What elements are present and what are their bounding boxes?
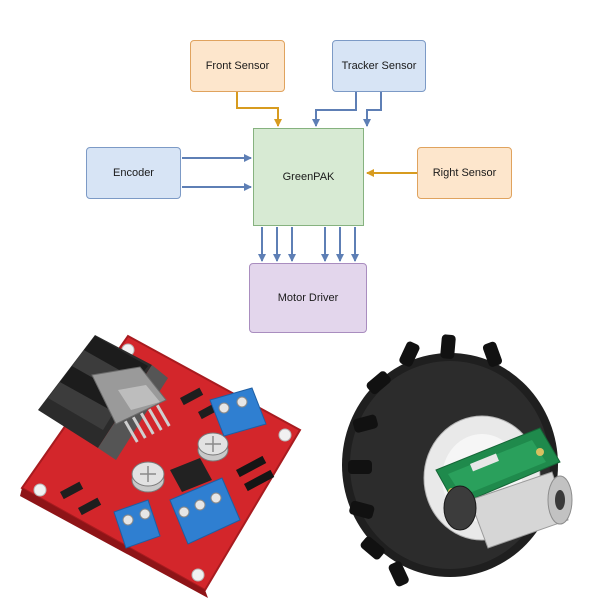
tracker-sensor-label: Tracker Sensor (341, 60, 417, 72)
arrow-tracker-to-greenpak-2 (363, 92, 382, 127)
front-sensor-node: Front Sensor (190, 40, 285, 92)
motor-driver-label: Motor Driver (277, 292, 339, 304)
wheel-with-encoder (342, 334, 573, 587)
capacitor (131, 461, 165, 493)
motor-driver-board (20, 334, 302, 598)
motor-driver-node: Motor Driver (249, 263, 367, 333)
right-sensor-node: Right Sensor (417, 147, 512, 199)
arrow-front-to-greenpak (236, 92, 282, 127)
front-sensor-label: Front Sensor (205, 60, 270, 72)
encoder-pcb (435, 427, 561, 507)
encoder-label: Encoder (113, 167, 154, 179)
terminal-block (209, 387, 267, 437)
tracker-sensor-node: Tracker Sensor (332, 40, 426, 92)
terminal-block (169, 477, 241, 545)
encoder-node: Encoder (86, 147, 181, 199)
arrow-tracker-to-greenpak-1 (312, 92, 357, 127)
micro-motor (469, 471, 573, 549)
arrows-greenpak-to-motor-driver (258, 227, 359, 262)
right-sensor-label: Right Sensor (432, 167, 497, 179)
greenpak-label: GreenPAK (282, 171, 335, 183)
greenpak-node: GreenPAK (253, 128, 364, 226)
terminal-block (113, 499, 161, 549)
capacitor (197, 432, 229, 462)
